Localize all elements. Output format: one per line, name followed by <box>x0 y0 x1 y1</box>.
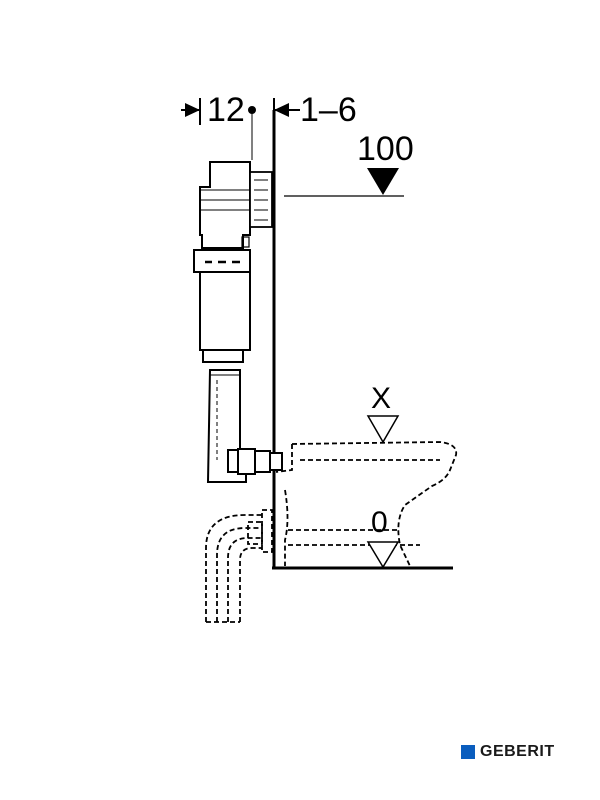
dimension-arrow-icon <box>185 103 200 117</box>
level-marker-x: X <box>366 382 400 444</box>
height-marker-100: 100 <box>284 130 414 197</box>
cistern <box>193 161 251 363</box>
geberit-logo: GEBERIT <box>461 742 555 762</box>
dimension-1-6: 1–6 <box>273 91 357 129</box>
level-triangle-icon <box>366 415 400 444</box>
level-marker-0: 0 <box>366 506 400 569</box>
dimension-arrow-icon <box>274 103 289 117</box>
level-upper-label: X <box>371 382 391 415</box>
dimension-12: 12 <box>181 91 256 160</box>
level-lower-label: 0 <box>371 506 388 539</box>
geberit-logo-icon <box>461 745 475 759</box>
wall-bracket <box>249 171 273 228</box>
height-label: 100 <box>357 130 414 168</box>
level-triangle-icon <box>366 541 400 569</box>
dimension-left-label: 12 <box>207 91 245 129</box>
flush-pipe <box>206 369 283 483</box>
toilet-bowl <box>275 441 458 567</box>
level-triangle-icon <box>367 168 399 195</box>
brand-name: GEBERIT <box>480 743 555 760</box>
drain-pipe <box>205 509 273 623</box>
dimension-right-label: 1–6 <box>300 91 357 129</box>
